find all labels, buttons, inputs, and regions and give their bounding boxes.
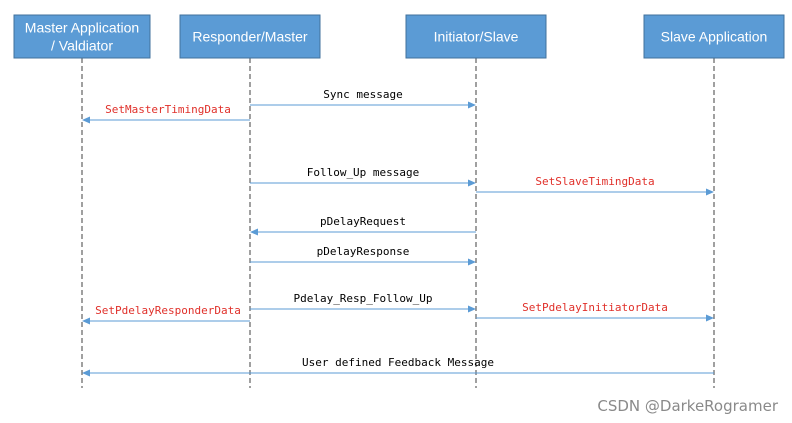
arrowhead-icon: [706, 314, 714, 322]
message-label-pdelay-response: pDelayResponse: [317, 245, 410, 258]
participant-box-slave-app: [643, 14, 785, 59]
arrowhead-icon: [468, 101, 476, 109]
participant-label-slave-app-0: Slave Application: [661, 29, 768, 45]
message-label-set-master-timing-data: SetMasterTimingData: [105, 103, 231, 116]
participant-label-initiator-slave-0: Initiator/Slave: [434, 29, 519, 45]
arrowhead-icon: [468, 179, 476, 187]
participant-box-responder-master: [179, 14, 321, 59]
message-set-master-timing-data: SetMasterTimingData: [82, 103, 250, 124]
arrowhead-icon: [706, 188, 714, 196]
arrowhead-icon: [468, 305, 476, 313]
participant-label-master-app-0: Master Application: [25, 20, 139, 36]
message-label-pdelay-resp-follow-up: Pdelay_Resp_Follow_Up: [293, 292, 432, 305]
participant-initiator-slave: Initiator/Slave: [405, 14, 547, 59]
message-label-follow-up-message: Follow_Up message: [307, 166, 420, 179]
arrowhead-icon: [250, 228, 258, 236]
participant-slave-app: Slave Application: [643, 14, 785, 59]
participant-label-responder-master-0: Responder/Master: [192, 29, 308, 45]
participant-responder-master: Responder/Master: [179, 14, 321, 59]
arrowhead-icon: [82, 317, 90, 325]
message-user-defined-feedback: User defined Feedback Message: [82, 356, 714, 377]
message-label-set-pdelay-responder-data: SetPdelayResponderData: [95, 304, 241, 317]
message-pdelay-request: pDelayRequest: [250, 215, 476, 236]
message-set-pdelay-initiator-data: SetPdelayInitiatorData: [476, 301, 714, 322]
message-follow-up-message: Follow_Up message: [250, 166, 476, 187]
message-label-sync-message: Sync message: [323, 88, 402, 101]
message-sync-message: Sync message: [250, 88, 476, 109]
arrowhead-icon: [82, 116, 90, 124]
message-set-slave-timing-data: SetSlaveTimingData: [476, 175, 714, 196]
message-label-pdelay-request: pDelayRequest: [320, 215, 406, 228]
participant-label-master-app-1: / Valdiator: [51, 38, 113, 54]
watermark-text: CSDN @DarkeRogramer: [597, 397, 778, 415]
message-label-set-pdelay-initiator-data: SetPdelayInitiatorData: [522, 301, 668, 314]
participant-box-initiator-slave: [405, 14, 547, 59]
arrowhead-icon: [82, 369, 90, 377]
message-pdelay-response: pDelayResponse: [250, 245, 476, 266]
arrowhead-icon: [468, 258, 476, 266]
message-label-user-defined-feedback: User defined Feedback Message: [302, 356, 494, 369]
participant-master-app: Master Application / Valdiator: [13, 14, 151, 59]
participant-box-master-app: [13, 14, 151, 59]
message-set-pdelay-responder-data: SetPdelayResponderData: [82, 304, 250, 325]
message-pdelay-resp-follow-up: Pdelay_Resp_Follow_Up: [250, 292, 476, 313]
message-label-set-slave-timing-data: SetSlaveTimingData: [535, 175, 654, 188]
